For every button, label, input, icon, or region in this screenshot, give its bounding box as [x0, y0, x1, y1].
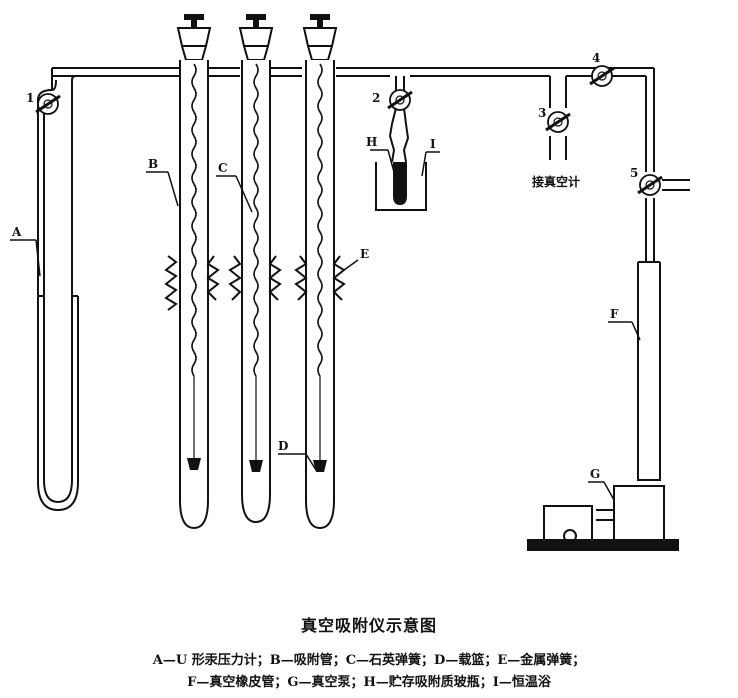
label-G: G	[590, 467, 600, 481]
label-E: E	[360, 247, 369, 261]
stopcock-1[interactable]	[34, 92, 62, 116]
stopcock-4-number: 4	[592, 51, 600, 65]
stopcock-2[interactable]	[386, 88, 414, 112]
label-A: A	[11, 225, 22, 239]
label-B: B	[148, 157, 158, 171]
legend-line-2: F—真空橡皮管；G—真空泵；H—贮存吸附质玻瓶；I—恒温浴	[187, 675, 551, 690]
caption: 真空吸附仪示意图 A—U 形汞压力计；B—吸附管；C—石英弹簧；D—载篮；E—金…	[0, 612, 738, 694]
u-tube-manometer	[37, 68, 79, 512]
stopcock-1-number: 1	[26, 91, 34, 105]
vacuum-adsorption-apparatus-diagram: 1 2 3 4 5 A B C D E F G H I 接真空计	[10, 13, 690, 551]
vacuum-gauge-label: 接真空计	[532, 174, 580, 189]
label-C: C	[218, 161, 228, 175]
stopcock-2-number: 2	[372, 91, 380, 105]
label-F: F	[610, 307, 619, 321]
main-manifold	[52, 67, 654, 77]
diagram-title: 真空吸附仪示意图	[300, 616, 437, 635]
metal-springs	[164, 255, 346, 311]
right-branch	[549, 68, 690, 481]
vacuum-pump	[527, 485, 679, 551]
stopcock-3-number: 3	[538, 106, 546, 120]
stopcock-5[interactable]	[636, 173, 664, 197]
label-I: I	[430, 137, 436, 151]
adsorption-tube-3	[303, 13, 337, 530]
legend-line-1: A—U 形汞压力计；B—吸附管；C—石英弹簧；D—载篮；E—金属弹簧；	[152, 653, 586, 668]
stopcock-3[interactable]	[544, 110, 572, 134]
stopcock-5-number: 5	[630, 166, 638, 180]
label-D: D	[278, 439, 288, 453]
leader-lines	[10, 149, 641, 501]
adsorption-tube-2	[239, 13, 273, 524]
label-H: H	[366, 135, 377, 149]
adsorption-tube-1	[177, 13, 211, 530]
